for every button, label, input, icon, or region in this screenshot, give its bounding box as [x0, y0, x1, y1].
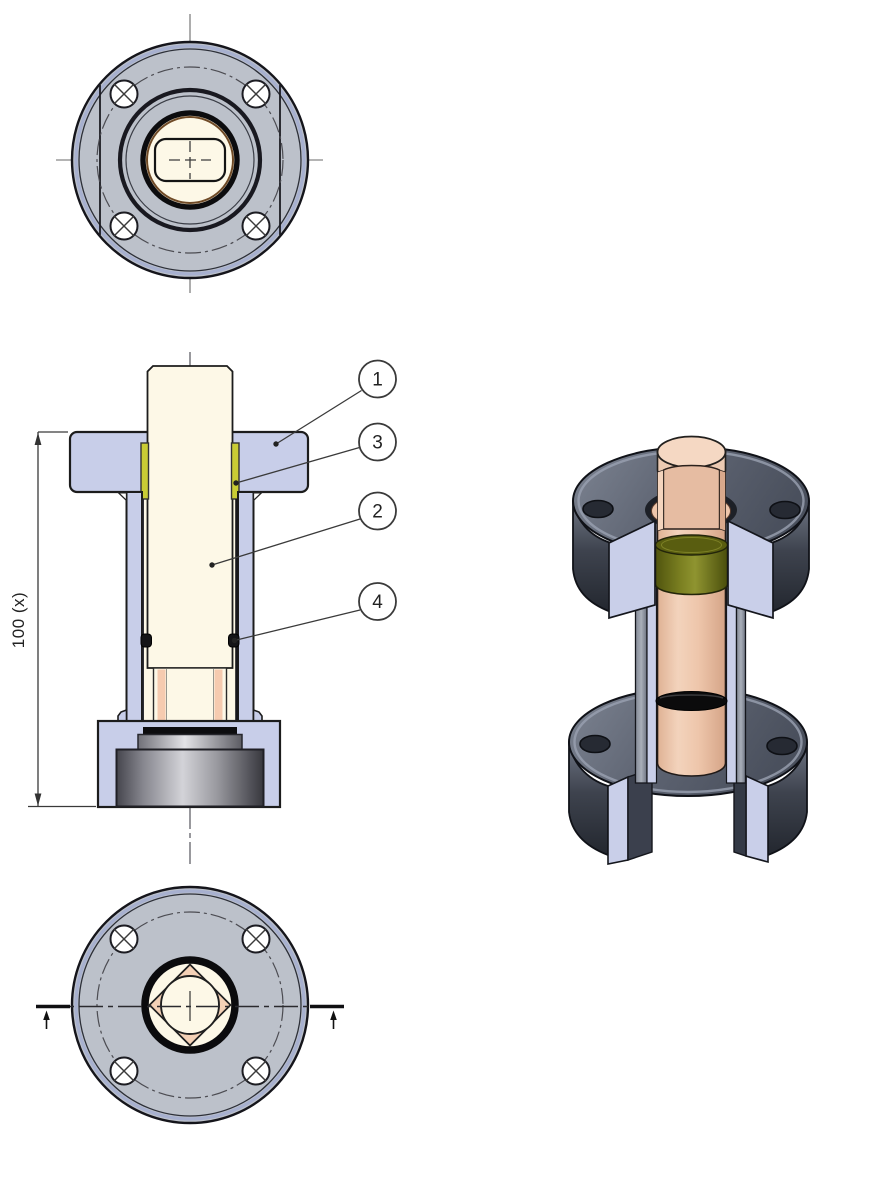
flange-rim-highlight [74, 889, 306, 1121]
iso-seal-ring [654, 534, 729, 596]
balloon-2: 2 [209, 491, 397, 568]
iso-cut-face-right [727, 519, 774, 620]
arrowhead-up [34, 432, 42, 445]
balloon-label: 4 [372, 592, 383, 613]
chamfer-mark-right [252, 492, 264, 503]
rod-end-shading-right [214, 669, 223, 728]
bolt-hole [109, 79, 139, 109]
leader-dot [273, 441, 279, 447]
isometric-cutaway-view [568, 435, 810, 865]
top-view [56, 14, 323, 293]
section-arrow-right [330, 1010, 337, 1020]
bolt-circle [96, 911, 284, 1099]
balloon-1: 1 [273, 359, 397, 447]
tube-shoulder-left [117, 708, 128, 722]
bottom-view [36, 885, 344, 1125]
rod-seal-left [140, 442, 150, 500]
bolt-holes [109, 79, 271, 241]
seal-ring-inner [146, 116, 234, 204]
balloon-callouts: 1 3 2 4 [209, 359, 397, 644]
section-cut-indicator [36, 1004, 344, 1029]
bolt-hole [241, 79, 271, 109]
bolt-hole [766, 736, 798, 756]
chamfer-mark-left [116, 492, 128, 503]
balloon-label: 3 [372, 433, 383, 454]
iso-shaft-square-end [656, 435, 727, 532]
tube-shoulder-right [252, 708, 263, 722]
balloon-label: 1 [372, 370, 383, 391]
balloon-3: 3 [233, 422, 397, 486]
front-section-view [68, 352, 310, 868]
dimension-100x: 100 (x) [9, 431, 96, 808]
bolt-hole [241, 924, 271, 954]
bolt-hole [769, 500, 801, 520]
counterbore-inner-edge [125, 95, 255, 225]
leader-dot [233, 480, 239, 486]
flange-rim-edge [78, 48, 302, 272]
section-arrow-left [43, 1010, 50, 1020]
bolt-hole [241, 211, 271, 241]
balloon-label: 2 [372, 502, 383, 523]
gland-collar [137, 733, 243, 751]
bottom-seal-band [143, 727, 237, 735]
rod-seal-right [230, 442, 240, 500]
iso-cut-face-leg-right [745, 774, 769, 864]
leader-dot [231, 637, 238, 644]
tube-wall-left [125, 491, 143, 722]
flange-rim-edge [78, 893, 302, 1117]
bolt-hole [109, 924, 139, 954]
rod-end-cylinder [152, 667, 228, 731]
iso-o-ring [655, 691, 728, 711]
piston-rod [146, 365, 234, 669]
bolt-hole [241, 1056, 271, 1086]
bolt-hole [579, 734, 611, 754]
leader-dot [209, 562, 215, 568]
flange-rim-highlight [74, 44, 306, 276]
bolt-holes [109, 924, 271, 1086]
rod-end-shading-left [157, 669, 166, 728]
dimension-text: 100 (x) [9, 592, 28, 648]
balloon-4: 4 [231, 582, 397, 644]
tube-wall-right [237, 491, 255, 722]
gland-nut-cylinder [115, 748, 265, 808]
iso-cut-face-leg-left [607, 775, 629, 865]
counterbore-ring [117, 87, 263, 233]
bolt-hole [109, 1056, 139, 1086]
bolt-hole [582, 499, 614, 519]
bolt-circle [96, 66, 284, 254]
iso-cut-face-left [608, 519, 656, 620]
bolt-hole [109, 211, 139, 241]
o-ring-left [140, 633, 152, 648]
arrowhead-down [34, 793, 42, 806]
